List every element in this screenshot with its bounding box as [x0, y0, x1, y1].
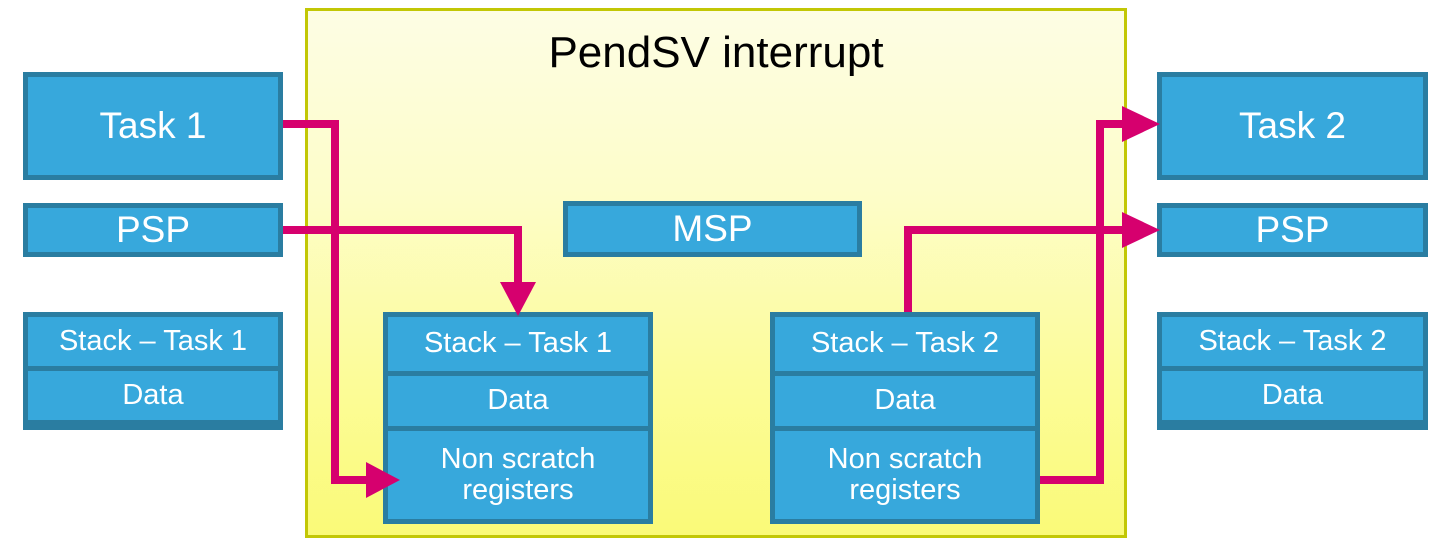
left-stack-group: Stack – Task 1 Data	[23, 312, 283, 430]
right-stack-group: Stack – Task 2 Data	[1157, 312, 1428, 430]
center-task1-segment-data-label: Data	[487, 384, 549, 417]
right-task-box[interactable]: Task 2	[1157, 72, 1428, 180]
right-stack-segment-title-label: Stack – Task 2	[1198, 324, 1387, 357]
arrowhead-into-task2	[1122, 106, 1160, 142]
center-task1-segment-data[interactable]: Data	[388, 376, 648, 426]
right-task-label: Task 2	[1239, 104, 1346, 146]
left-psp-label: PSP	[115, 208, 191, 250]
center-stack-task1-group: Stack – Task 1 Data Non scratch register…	[383, 312, 653, 524]
center-task2-segment-data-label: Data	[874, 384, 936, 417]
center-task2-segment-data[interactable]: Data	[775, 376, 1035, 426]
left-task-label: Task 1	[99, 104, 207, 146]
center-task1-segment-title-label: Stack – Task 1	[423, 327, 613, 360]
left-stack-segment-title-label: Stack – Task 1	[58, 324, 248, 357]
msp-label: MSP	[672, 207, 753, 249]
panel-title: PendSV interrupt	[548, 28, 884, 77]
left-stack-segment-data-label: Data	[122, 378, 184, 411]
arrowhead-into-right-psp	[1122, 212, 1160, 248]
center-task1-segment-title[interactable]: Stack – Task 1	[388, 317, 648, 371]
left-task-box[interactable]: Task 1	[23, 72, 283, 180]
center-stack-task2-group: Stack – Task 2 Data Non scratch register…	[770, 312, 1040, 524]
msp-box[interactable]: MSP	[563, 201, 862, 257]
center-task2-segment-title-label: Stack – Task 2	[810, 327, 1000, 360]
right-psp-label: PSP	[1255, 208, 1330, 250]
right-stack-segment-data[interactable]: Data	[1162, 371, 1423, 420]
left-stack-segment-data[interactable]: Data	[28, 371, 278, 420]
right-psp-box[interactable]: PSP	[1157, 203, 1428, 257]
right-stack-segment-data-label: Data	[1261, 378, 1324, 411]
center-task2-segment-registers[interactable]: Non scratch registers	[775, 431, 1035, 519]
center-task2-segment-registers-label: Non scratch registers	[827, 442, 983, 506]
center-task1-segment-registers[interactable]: Non scratch registers	[388, 431, 648, 519]
left-stack-segment-title[interactable]: Stack – Task 1	[28, 317, 278, 366]
center-task1-segment-registers-label: Non scratch registers	[440, 442, 596, 506]
left-psp-box[interactable]: PSP	[23, 203, 283, 257]
center-task2-segment-title[interactable]: Stack – Task 2	[775, 317, 1035, 371]
right-stack-segment-title[interactable]: Stack – Task 2	[1162, 317, 1423, 366]
